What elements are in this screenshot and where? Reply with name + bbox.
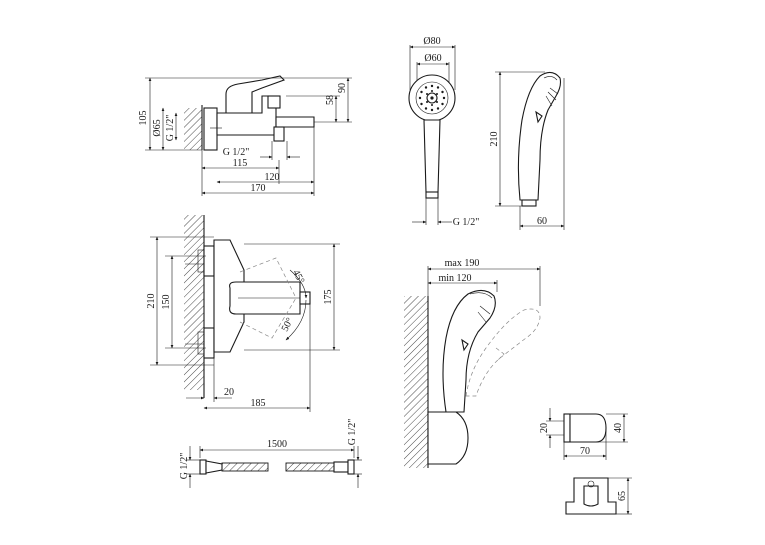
diverter-knob [267,95,281,109]
lever-rotate-up [239,257,297,299]
dim-g12-handshower: G 1/2" [453,217,480,228]
dim-120: 120 [265,172,280,183]
spout [275,116,315,128]
spout-outlet [273,126,285,142]
dim-58: 58 [325,95,336,105]
bracket-side-view: 20 40 70 [539,408,628,460]
dim-40-bracket: 40 [613,423,624,433]
hose-view: 1500 G 1/2" G 1/2" [179,419,362,488]
dim-g12-hose-right: G 1/2" [347,419,358,446]
dim-210-front: 210 [146,294,157,309]
bracket-front-slot [583,485,599,507]
dim-65-bracket: 65 [617,491,628,501]
wall-holder [427,411,469,465]
holder-side-view: max 190 min 120 [404,258,541,468]
dim-g12-left: G 1/2" [165,115,176,142]
wall-flange [203,107,218,151]
angle-50: 50° [280,316,296,334]
handshower-front-view: Ø80 Ø60 G 1/2" [408,36,480,228]
bracket-front-view: 65 [565,477,632,515]
dim-90: 90 [337,83,348,93]
dim-20-front: 20 [224,387,234,398]
side-connector [521,199,537,207]
front-spout-tip [299,291,311,305]
hose-body-right [285,462,335,472]
dim-170: 170 [251,183,266,194]
handshower-grip [423,119,441,193]
dim-210-handshower: 210 [489,132,500,147]
dim-g12-spout: G 1/2" [223,147,250,158]
lever-rotate-down [239,297,297,339]
handshower-side-profile [517,71,562,201]
lever-handle [225,75,285,114]
mixer-side-view: 105 Ø65 G 1/2" 58 90 G 1/2" 115 120 170 [138,75,352,196]
dim-d65: Ø65 [152,119,163,136]
mounted-handshower [442,289,496,413]
spray-head-inner [415,81,449,115]
dim-g12-hose-left: G 1/2" [179,453,190,480]
holder-wall-hatch [404,296,428,468]
eccentric-upper [203,245,215,277]
wall-hatch [184,108,202,150]
front-wall-hatch [184,215,204,390]
eccentric-lower [203,327,215,359]
hose-body-left [221,462,269,472]
dim-70-bracket: 70 [580,446,590,457]
dim-max-190: max 190 [445,258,480,269]
dim-20-bracket: 20 [539,423,550,433]
dim-105: 105 [138,111,149,126]
tilted-handshower-ghost [465,308,541,397]
dim-d80: Ø80 [423,36,440,47]
dim-115: 115 [233,158,248,169]
dim-d60: Ø60 [424,53,441,64]
hose-end-left [199,459,207,475]
hose-connector [425,191,439,199]
bracket-plate [563,413,571,443]
spray-nozzles [418,84,446,112]
dim-60-handshower: 60 [537,216,547,227]
mixer-front-view: 45° 50° 210 150 175 20 185 [146,215,340,412]
dim-min-120: min 120 [438,273,471,284]
dim-150-front: 150 [161,295,172,310]
bracket-arm [569,413,607,443]
dim-185-front: 185 [251,398,266,409]
hose-end-right [333,461,349,473]
handshower-side-view: 210 60 [489,71,565,230]
front-mixer-body [213,239,245,353]
dim-1500: 1500 [267,439,287,450]
dim-175-front: 175 [323,290,334,305]
